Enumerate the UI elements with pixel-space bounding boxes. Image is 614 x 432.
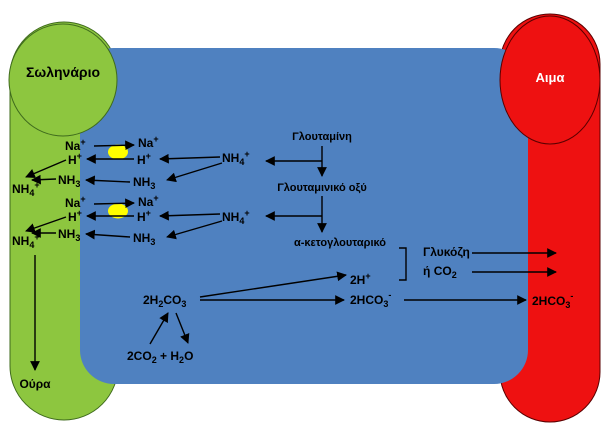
arrow-nh3-out-2 xyxy=(85,229,131,240)
arrow-nh3-to-nh4-1 xyxy=(31,174,57,185)
arrow-na-in-2 xyxy=(93,198,135,209)
cell-nh4-2: NH4+ xyxy=(222,208,250,226)
arrow-nh3-out-1 xyxy=(85,175,131,186)
na-h-exchanger-2 xyxy=(108,203,128,219)
urine-label: Ούρα xyxy=(19,377,51,391)
tubule-top-cap xyxy=(8,23,118,137)
cell-na-2: Na+ xyxy=(138,193,159,209)
glucose-label: Γλυκόζη xyxy=(423,245,470,259)
cell-h-2: H+ xyxy=(137,208,151,224)
glutamate-label: Γλουταμινικό οξύ xyxy=(277,182,367,194)
arrow-co2-h2o-to-h2co3 xyxy=(149,312,169,345)
lumen-nh4-1: NH4+ xyxy=(12,180,40,198)
cell-nh4-1: NH4+ xyxy=(222,149,250,167)
tubule-label: Σωληνάριο xyxy=(26,64,100,80)
cell-na-1: Na+ xyxy=(138,134,159,150)
alpha-ketoglutarate-label: α-κετογλουταρικό xyxy=(294,237,386,249)
blood-label: Αιμα xyxy=(536,70,565,85)
aketo-bracket xyxy=(399,247,407,281)
co2-water-label: 2CO2 + H2O xyxy=(127,349,193,365)
arrow-h2co3-to-co2-h2o xyxy=(175,312,190,344)
cell-bicarbonate-label: 2HCO3- xyxy=(350,290,391,309)
cell-nh3-2: NH3 xyxy=(133,231,155,247)
cell-h-1: H+ xyxy=(137,151,151,167)
na-h-exchanger-1 xyxy=(108,144,128,160)
lumen-h-2: H+ xyxy=(68,208,82,224)
lumen-na-2: Na+ xyxy=(65,194,86,210)
arrow-nh4-to-nh3-1 xyxy=(166,162,223,183)
arrow-nh4-to-h-2 xyxy=(159,210,221,221)
arrow-na-in-1 xyxy=(93,140,135,151)
arrow-nh4-to-h-1 xyxy=(159,153,221,164)
carbonic-acid-label: 2H2CO3 xyxy=(143,293,186,309)
arrow-nh4-to-nh3-2 xyxy=(166,220,223,240)
arrows xyxy=(25,140,557,371)
glutamine-label: Γλουταμίνη xyxy=(292,131,352,143)
arrow-h2co3-to-h xyxy=(199,271,347,298)
blood-bicarbonate-label: 2HCO3- xyxy=(532,291,573,310)
lumen-na-1: Na+ xyxy=(65,137,86,153)
lumen-nh3-1: NH3 xyxy=(58,173,80,189)
lumen-h-1: H+ xyxy=(68,151,82,167)
arrow-h-to-nh4-1 xyxy=(25,159,67,179)
blood-top-cap xyxy=(499,15,601,145)
or-co2-label: ή CO2 xyxy=(423,264,457,280)
cell-nh3-1: NH3 xyxy=(133,175,155,191)
lumen-nh3-2: NH3 xyxy=(58,227,80,243)
two-h-plus-label: 2H+ xyxy=(350,271,371,287)
